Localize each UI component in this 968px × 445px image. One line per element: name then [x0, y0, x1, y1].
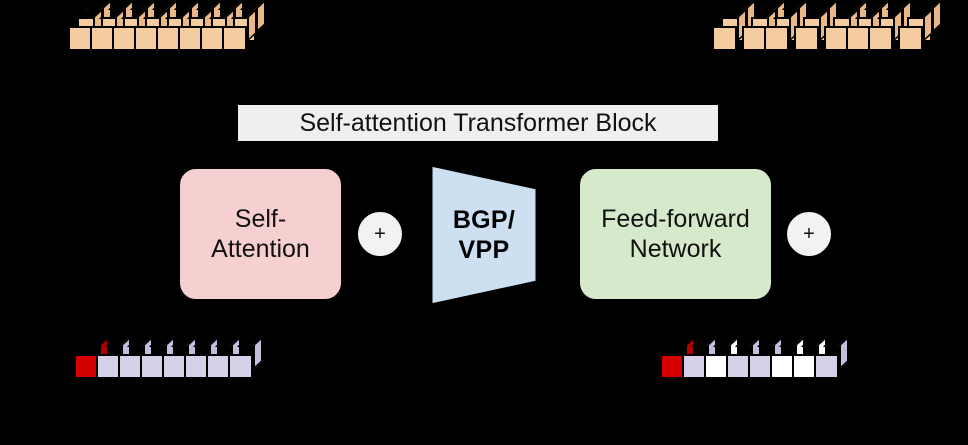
- cube-2: [96, 335, 122, 379]
- cube-r1-c4: [794, 7, 820, 51]
- page-title: Self-attention Transformer Block: [299, 108, 657, 137]
- cube-r1-c8: [898, 7, 924, 51]
- cube-r1-c3: [764, 7, 790, 51]
- transformer-block-title: Self-attention Transformer Block: [236, 103, 720, 143]
- cube-4: [140, 335, 166, 379]
- cube-8: [228, 335, 254, 379]
- self-attention-block[interactable]: Self-Attention: [178, 167, 343, 301]
- cube-r1-c2: [90, 7, 116, 51]
- bgp-vpp-block[interactable]: BGP/VPP: [428, 162, 540, 308]
- cube-3: [118, 335, 144, 379]
- residual-add-operator-2: +: [786, 211, 832, 257]
- plus-symbol: +: [374, 222, 386, 245]
- bgp-vpp-label: BGP/VPP: [452, 206, 516, 264]
- cube-r1-c1: [712, 7, 738, 51]
- self-attention-label: Self-Attention: [211, 204, 310, 264]
- cube-r1-c7: [868, 7, 894, 51]
- trapezoid-shape: [429, 163, 539, 307]
- cube-r1-c8: [222, 7, 248, 51]
- residual-add-operator-1: +: [357, 211, 403, 257]
- plus-symbol: +: [803, 222, 815, 245]
- cube-1: [660, 335, 686, 379]
- cube-8: [814, 335, 840, 379]
